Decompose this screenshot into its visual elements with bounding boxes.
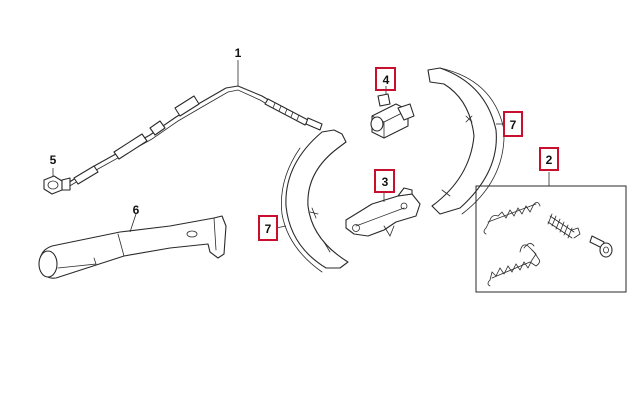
- adjuster-nut: [43, 168, 71, 195]
- retaining-pin: [589, 235, 613, 258]
- callout-1: 1: [235, 46, 242, 60]
- callout-3-box: [374, 169, 395, 193]
- callout-3: 3: [382, 175, 389, 189]
- handbrake-grip-sleeve: [38, 213, 227, 279]
- adjuster-lever: [345, 187, 421, 237]
- brake-cable: [67, 60, 323, 188]
- return-spring-long: [483, 202, 541, 235]
- callout-2-box: [539, 147, 559, 171]
- callout-7-left-box: [258, 215, 278, 241]
- brake-shoe-right: [427, 67, 505, 215]
- callout-7-right: 7: [510, 118, 517, 132]
- callout-5: 5: [50, 153, 57, 167]
- callout-2: 2: [546, 153, 553, 167]
- hook-spring: [519, 243, 540, 267]
- callout-4: 4: [383, 73, 390, 87]
- callout-6: 6: [133, 203, 140, 217]
- compression-spring: [547, 213, 581, 239]
- spring-kit-box: [475, 172, 627, 293]
- brake-shoe-left: [275, 129, 349, 273]
- return-spring-short: [487, 249, 537, 287]
- callout-4-box: [375, 67, 396, 91]
- brake-expander: [370, 86, 415, 139]
- callout-7-left: 7: [265, 222, 272, 236]
- callout-7-right-box: [503, 111, 523, 137]
